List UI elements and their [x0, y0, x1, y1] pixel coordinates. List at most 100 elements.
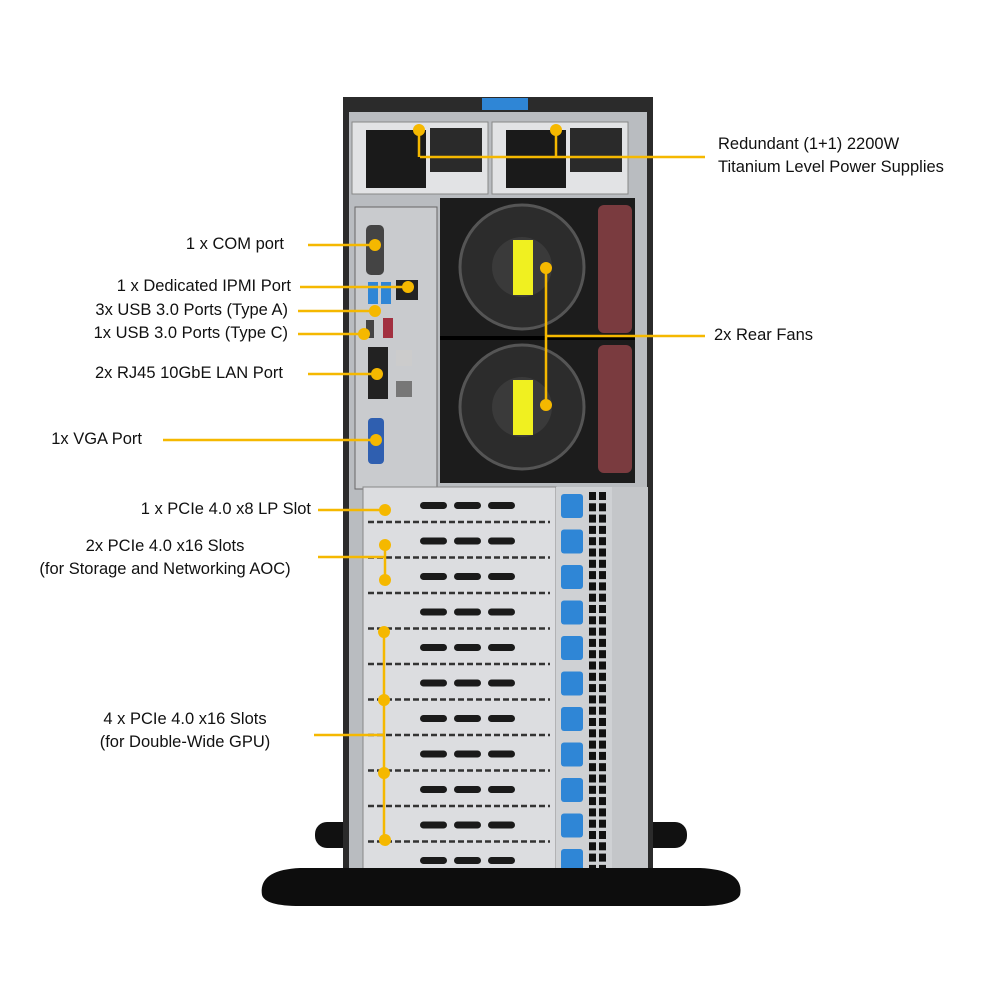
slot-latch — [561, 813, 583, 838]
slot-latch — [561, 529, 583, 554]
slot-opening — [454, 750, 481, 758]
slot-opening — [488, 502, 515, 509]
vent-hole — [589, 706, 596, 715]
vent-hole — [589, 672, 596, 681]
slot-opening — [454, 715, 481, 722]
vent-hole — [599, 853, 606, 862]
callout-dot — [379, 574, 391, 586]
slot-latch — [561, 636, 583, 660]
callout-dot — [540, 399, 552, 411]
vent-hole — [599, 627, 606, 636]
vent-hole — [589, 808, 596, 817]
vent-hole — [599, 695, 606, 704]
slot-opening — [420, 679, 447, 687]
vent-hole — [589, 797, 596, 806]
slot-opening — [488, 857, 515, 864]
slot-opening — [454, 573, 481, 580]
vent-hole — [589, 593, 596, 602]
callout-dot — [369, 305, 381, 317]
callout-dot — [370, 434, 382, 446]
vent-hole — [599, 684, 606, 693]
vent-hole — [589, 503, 596, 512]
slot-opening — [454, 679, 481, 687]
vent-hole — [589, 638, 596, 647]
lan-port-label: 2x RJ45 10GbE LAN Port — [94, 364, 283, 382]
vent-hole — [599, 661, 606, 670]
usb-a-label: 3x USB 3.0 Ports (Type A) — [95, 301, 288, 319]
top-handle-tab — [482, 98, 528, 110]
slot-opening — [420, 573, 447, 580]
vent-hole — [589, 785, 596, 794]
slot-latch — [561, 707, 583, 731]
slot-opening — [454, 644, 481, 651]
vent-hole — [599, 650, 606, 659]
vent-hole — [589, 514, 596, 523]
vent-hole — [599, 537, 606, 546]
slot-opening — [488, 715, 515, 722]
vent-hole — [599, 831, 606, 839]
usb-c-label: 1x USB 3.0 Ports (Type C) — [93, 324, 288, 342]
base-stand — [261, 868, 741, 906]
slot-opening — [454, 857, 481, 864]
vent-hole — [589, 605, 596, 613]
callout-dot — [550, 124, 562, 136]
psu-label-line2: Titanium Level Power Supplies — [718, 158, 944, 176]
vent-hole — [599, 763, 606, 772]
vent-hole — [589, 616, 596, 625]
callout-dot — [378, 694, 390, 706]
vent-hole — [599, 774, 606, 783]
vent-hole — [599, 548, 606, 557]
callout-dot — [379, 504, 391, 516]
vent-hole — [599, 740, 606, 749]
vga-port-label: 1x VGA Port — [51, 430, 142, 448]
fans-label: 2x Rear Fans — [714, 326, 814, 344]
pcie-slot-area — [362, 486, 648, 881]
slot-opening — [420, 502, 447, 509]
vent-hole — [599, 514, 606, 523]
slot-opening — [454, 608, 481, 616]
slot-opening — [454, 786, 481, 793]
io-panel — [354, 206, 438, 490]
callout-dot — [402, 281, 414, 293]
vent-hole — [589, 763, 596, 772]
callout-dot — [369, 239, 381, 251]
vent-hole — [589, 718, 596, 726]
slot-latch — [561, 778, 583, 802]
slot-opening — [420, 715, 447, 722]
vent-hole — [589, 559, 596, 568]
slot-opening — [454, 821, 481, 829]
vent-hole — [589, 650, 596, 659]
callout-dot — [540, 262, 552, 274]
vent-hole — [599, 751, 606, 760]
pcie-aoc-label-line2: (for Storage and Networking AOC) — [39, 560, 291, 578]
slot-opening — [488, 679, 515, 687]
slot-latch — [561, 600, 583, 625]
vent-hole — [599, 797, 606, 806]
vent-hole — [589, 842, 596, 851]
callout-lines — [163, 124, 705, 846]
slot-opening — [488, 750, 515, 758]
slot-opening — [488, 786, 515, 793]
pcie-aoc-label-line1: 2x PCIe 4.0 x16 Slots — [85, 537, 245, 555]
vent-hole — [599, 559, 606, 568]
slot-latch — [561, 742, 583, 767]
slot-latch — [561, 671, 583, 696]
pcie-gpu-label-line1: 4 x PCIe 4.0 x16 Slots — [103, 710, 267, 728]
pcie-gpu-label-line2: (for Double-Wide GPU) — [99, 733, 271, 751]
vent-hole — [599, 503, 606, 512]
vent-hole — [599, 571, 606, 580]
vent-hole — [589, 525, 596, 534]
slot-opening — [488, 573, 515, 580]
slot-opening — [454, 502, 481, 509]
vent-hole — [599, 819, 606, 828]
vent-hole — [599, 593, 606, 602]
slot-opening — [420, 644, 447, 651]
slot-opening — [488, 608, 515, 616]
vent-hole — [589, 774, 596, 783]
rear-fans — [440, 198, 635, 483]
vent-hole — [599, 582, 606, 591]
vent-hole — [589, 751, 596, 760]
vent-hole — [599, 672, 606, 681]
